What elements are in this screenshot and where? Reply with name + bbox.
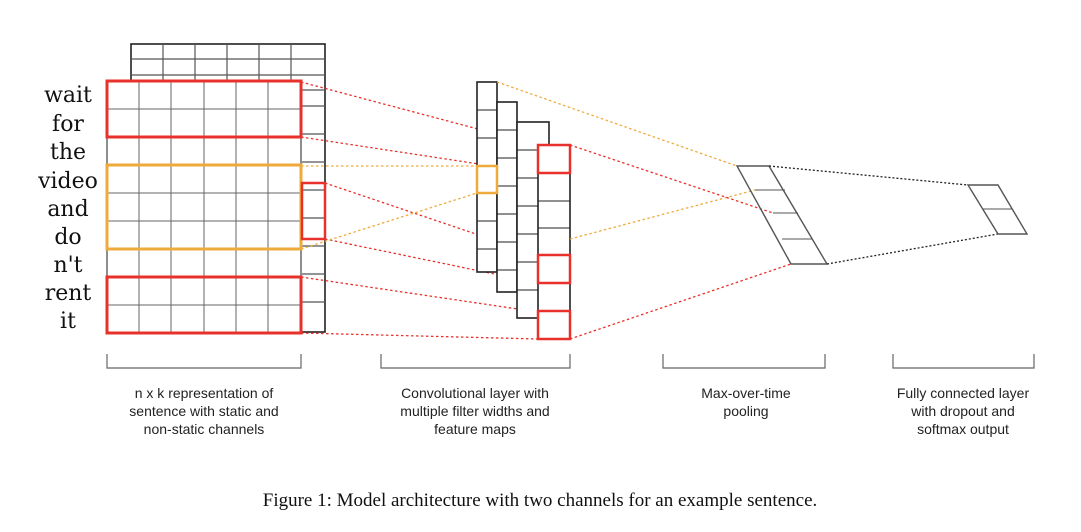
fc-layer bbox=[966, 184, 1029, 235]
filter-region-red-bottom bbox=[105, 275, 303, 335]
label-input-line-1: n x k representation of bbox=[135, 385, 274, 401]
section-labels: n x k representation of sentence with st… bbox=[129, 385, 1029, 437]
bracket-pool bbox=[662, 354, 826, 369]
label-fc-line-3: softmax output bbox=[917, 421, 1009, 437]
bracket-fc bbox=[892, 354, 1035, 369]
label-fc-line-1: Fully connected layer bbox=[897, 385, 1030, 401]
label-pool-line-2: pooling bbox=[723, 403, 768, 419]
input-matrix-front-channel bbox=[105, 79, 327, 335]
pool-to-fc-connections bbox=[768, 165, 999, 265]
feature-map-4 bbox=[537, 144, 571, 340]
conv-highlights bbox=[475, 143, 572, 341]
word-wait: wait bbox=[44, 83, 92, 108]
label-conv-line-1: Convolutional layer with bbox=[401, 385, 549, 401]
word-the: the bbox=[50, 140, 86, 165]
conv-feature-maps bbox=[476, 81, 571, 340]
word-it: it bbox=[60, 309, 76, 334]
word-nt: n't bbox=[53, 253, 82, 278]
word-rent: rent bbox=[45, 281, 92, 306]
label-conv-line-2: multiple filter widths and bbox=[400, 403, 549, 419]
label-input-line-2: sentence with static and bbox=[129, 403, 278, 419]
word-and: and bbox=[47, 197, 88, 222]
conv-to-pool-connections bbox=[496, 81, 792, 340]
figure-caption: Figure 1: Model architecture with two ch… bbox=[263, 490, 818, 511]
section-brackets bbox=[106, 354, 1035, 369]
label-conv-line-3: feature maps bbox=[434, 421, 516, 437]
label-input-line-3: non-static channels bbox=[144, 421, 265, 437]
word-for: for bbox=[52, 112, 84, 137]
pooling-layer bbox=[735, 165, 829, 265]
bracket-input bbox=[106, 354, 302, 369]
word-do: do bbox=[54, 225, 81, 250]
filter-region-red-back bbox=[300, 181, 327, 241]
label-pool-line-1: Max-over-time bbox=[701, 385, 791, 401]
sentence-words: wait for the video and do n't rent it bbox=[37, 83, 98, 334]
bracket-conv bbox=[380, 354, 571, 369]
filter-region-red-top bbox=[105, 79, 303, 139]
input-to-conv-connections bbox=[300, 81, 539, 340]
word-video: video bbox=[37, 169, 98, 194]
label-fc-line-2: with dropout and bbox=[910, 403, 1015, 419]
